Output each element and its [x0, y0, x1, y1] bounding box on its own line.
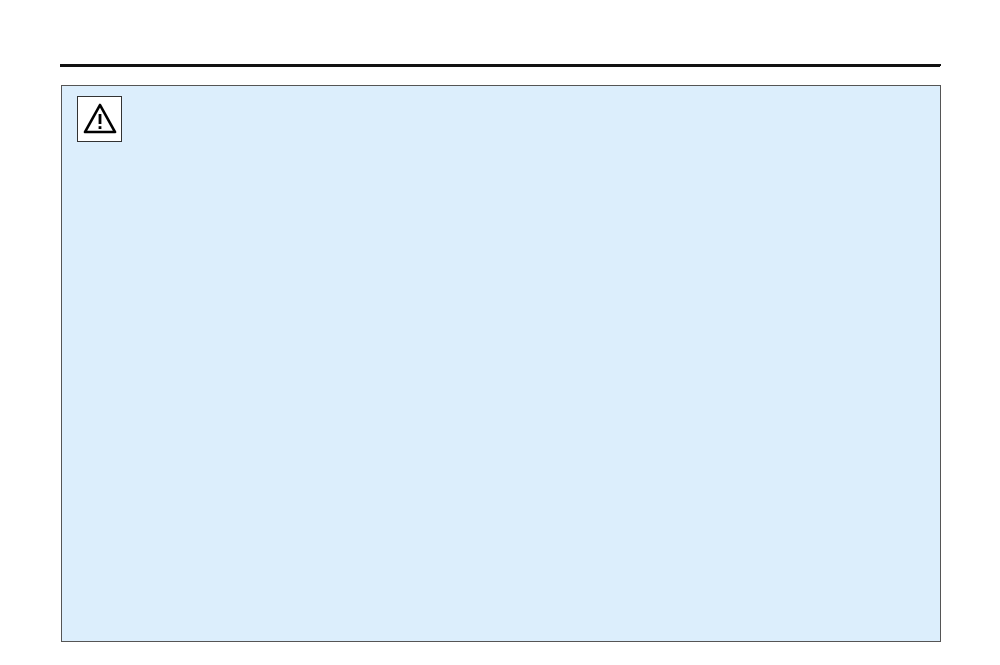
- warning-panel: [61, 85, 941, 642]
- warning-icon-frame: [77, 96, 122, 142]
- warning-triangle-icon: [83, 103, 116, 134]
- top-divider: [60, 64, 940, 67]
- divider-end-dot: [939, 64, 941, 66]
